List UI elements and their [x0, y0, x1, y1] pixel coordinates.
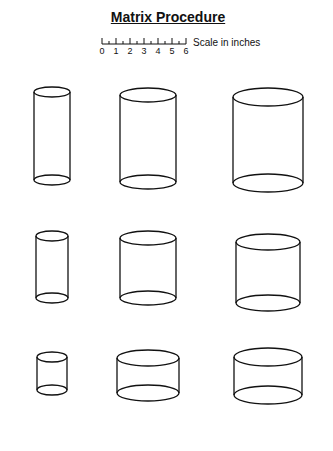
cylinder: [37, 352, 67, 395]
scale-number: 3: [141, 47, 146, 56]
cylinder: [234, 348, 302, 404]
scale-number: 0: [99, 47, 104, 56]
scale-number: 1: [113, 47, 118, 56]
scale-number: 5: [169, 47, 174, 56]
scale-caption: Scale in inches: [193, 38, 260, 48]
title: Matrix Procedure: [111, 10, 225, 24]
scale-number: 4: [155, 47, 160, 56]
cylinder: [233, 88, 303, 192]
cylinder: [117, 350, 179, 401]
scale-bar: [102, 38, 186, 44]
scale-number: 6: [183, 47, 188, 56]
cylinder: [36, 231, 68, 303]
cylinder: [236, 234, 300, 311]
scale-number: 2: [127, 47, 132, 56]
cylinder: [34, 87, 70, 185]
cylinder: [120, 231, 176, 305]
cylinder: [120, 88, 176, 189]
